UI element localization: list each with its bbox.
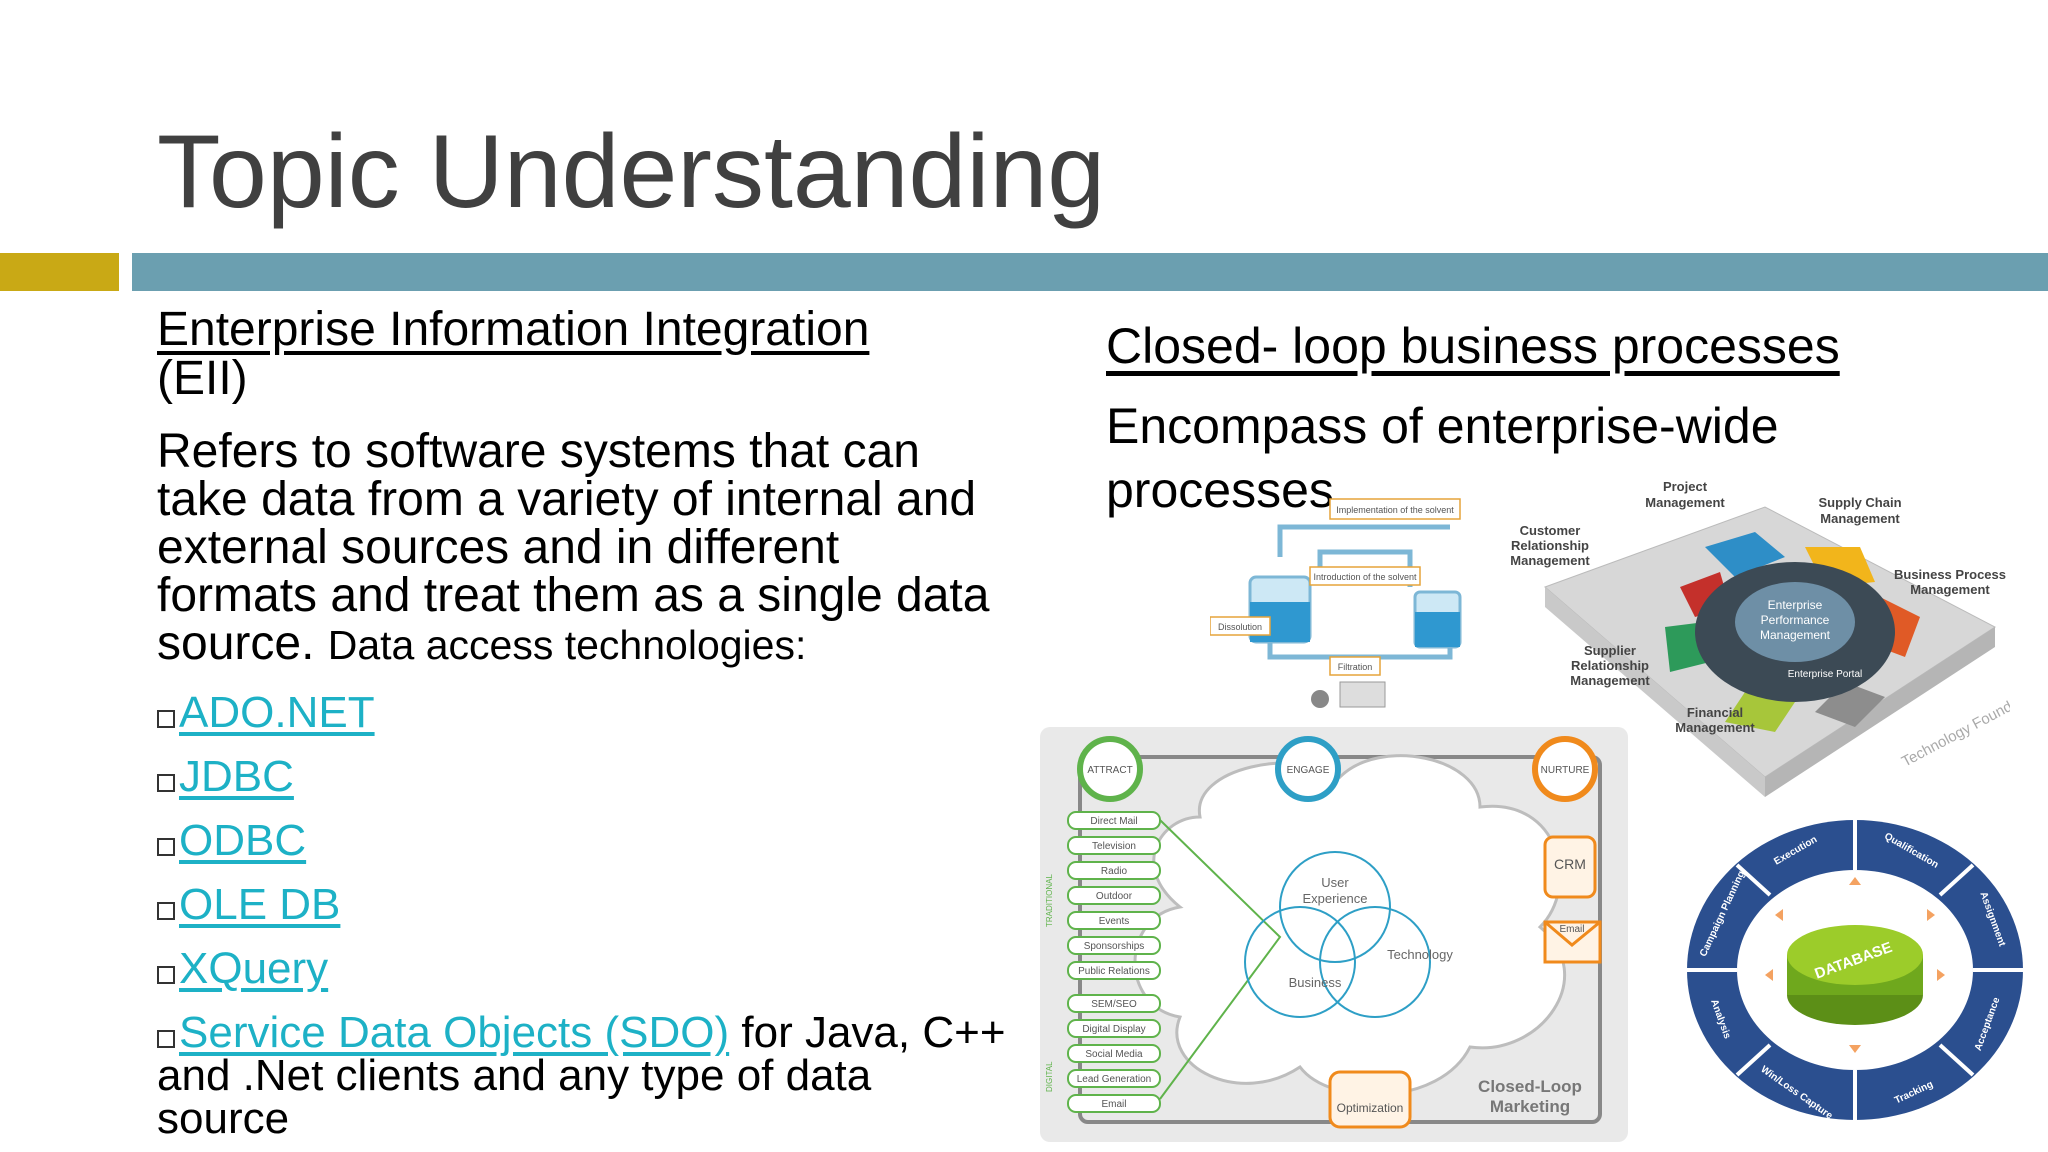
group-label-traditional: TRADITIONAL xyxy=(1045,874,1054,927)
epm-segment-label: Project xyxy=(1663,479,1708,494)
closed-loop-description: Encompass of enterprise-wide processes. xyxy=(1106,398,1779,518)
epm-segment-label: Business Process xyxy=(1894,567,2006,582)
list-item: OLE DB xyxy=(157,883,1007,947)
link-sdo[interactable]: Service Data Objects (SDO) xyxy=(179,1008,730,1057)
list-item: XQuery xyxy=(157,947,1007,1011)
crm-label: CRM xyxy=(1554,856,1586,872)
process-label: Dissolution xyxy=(1218,622,1262,632)
accent-bar-teal xyxy=(132,253,2048,291)
process-label: Implementation of the solvent xyxy=(1336,505,1454,515)
database-ring-image: Execution Qualification Assignment Accep… xyxy=(1687,820,2023,1120)
closed-loop-marketing-image: ATTRACT ENGAGE NURTURE TRADITIONAL DIGIT… xyxy=(1040,727,1628,1142)
channel-label: Email xyxy=(1101,1099,1126,1110)
process-diagram-image: Implementation of the solvent Introducti… xyxy=(1210,498,1462,708)
stage-label: ATTRACT xyxy=(1087,765,1132,776)
epm-center-label: Management xyxy=(1760,628,1831,642)
square-bullet-icon xyxy=(157,966,175,984)
channel-label: Radio xyxy=(1101,866,1128,877)
venn-label: Technology xyxy=(1387,947,1453,962)
stage-label: ENGAGE xyxy=(1287,765,1330,776)
link-xquery[interactable]: XQuery xyxy=(179,944,329,993)
epm-segment-label: Management xyxy=(1820,511,1900,526)
square-bullet-icon xyxy=(157,838,175,856)
channel-label: Outdoor xyxy=(1096,891,1133,902)
optimization-label: Optimization xyxy=(1337,1101,1404,1115)
sdo-suffix: for Java, C++ and .Net clients and any t… xyxy=(157,1008,1006,1143)
channel-label: Public Relations xyxy=(1078,966,1150,977)
eii-description-main: Refers to software systems that can take… xyxy=(157,425,990,670)
channel-label: Social Media xyxy=(1085,1049,1143,1060)
eii-section: Enterprise Information Integration (EII)… xyxy=(157,305,1007,1143)
epm-segment-label: Financial xyxy=(1687,705,1743,720)
closed-loop-section: Closed- loop business processes Encompas… xyxy=(1106,318,2006,522)
epm-segment-label: Supply Chain xyxy=(1818,495,1901,510)
process-label: Introduction of the solvent xyxy=(1313,572,1417,582)
marketing-title: Closed-Loop xyxy=(1478,1077,1582,1096)
venn-label: Experience xyxy=(1302,891,1367,906)
epm-diagram-image: Enterprise Performance Management Enterp… xyxy=(1510,479,2010,797)
list-item: ODBC xyxy=(157,819,1007,883)
eii-description: Refers to software systems that can take… xyxy=(157,428,1007,669)
epm-segment-label: Management xyxy=(1645,495,1725,510)
list-item: ADO.NET xyxy=(157,691,1007,755)
eii-heading-underlined: Enterprise Information Integration xyxy=(157,303,870,356)
closed-loop-heading: Closed- loop business processes xyxy=(1106,318,1840,374)
square-bullet-icon xyxy=(157,902,175,920)
channel-label: Events xyxy=(1099,916,1130,927)
epm-segment-label: Relationship xyxy=(1511,538,1589,553)
link-ole-db[interactable]: OLE DB xyxy=(179,880,341,929)
eii-heading: Enterprise Information Integration (EII) xyxy=(157,305,1007,403)
epm-portal-label: Enterprise Portal xyxy=(1788,669,1862,680)
square-bullet-icon xyxy=(157,710,175,728)
link-odbc[interactable]: ODBC xyxy=(179,816,307,865)
epm-center-label: Performance xyxy=(1761,613,1830,627)
channel-label: Sponsorships xyxy=(1084,941,1145,952)
channel-label: Television xyxy=(1092,841,1136,852)
process-label: Filtration xyxy=(1338,662,1373,672)
channel-label: SEM/SEO xyxy=(1091,999,1137,1010)
accent-bar-gold xyxy=(0,253,119,291)
square-bullet-icon xyxy=(157,1030,175,1048)
stage-label: NURTURE xyxy=(1541,765,1590,776)
marketing-title: Marketing xyxy=(1490,1097,1570,1116)
channel-label: Direct Mail xyxy=(1090,816,1137,827)
epm-segment-label: Supplier xyxy=(1584,643,1636,658)
group-label-digital: DIGITAL xyxy=(1045,1061,1054,1092)
epm-segment-label: Customer xyxy=(1520,523,1581,538)
technology-link-list: ADO.NET JDBC ODBC OLE DB XQuery Service … xyxy=(157,691,1007,1143)
list-item: JDBC xyxy=(157,755,1007,819)
eii-heading-abbrev: (EII) xyxy=(157,352,248,405)
link-jdbc[interactable]: JDBC xyxy=(179,752,294,801)
eii-description-tail: Data access technologies: xyxy=(327,622,807,668)
venn-label: Business xyxy=(1289,975,1342,990)
epm-segment-label: Management xyxy=(1570,673,1650,688)
channel-label: Digital Display xyxy=(1082,1024,1145,1035)
link-ado-net[interactable]: ADO.NET xyxy=(179,688,375,737)
epm-segment-label: Management xyxy=(1675,720,1755,735)
square-bullet-icon xyxy=(157,774,175,792)
epm-segment-label: Management xyxy=(1910,582,1990,597)
epm-segment-label: Relationship xyxy=(1571,658,1649,673)
email-label: Email xyxy=(1559,924,1584,935)
venn-label: User xyxy=(1321,875,1349,890)
channel-label: Lead Generation xyxy=(1077,1074,1152,1085)
epm-segment-label: Management xyxy=(1510,553,1590,568)
list-item: Service Data Objects (SDO) for Java, C++… xyxy=(157,1008,1007,1143)
slide-title: Topic Understanding xyxy=(157,114,1106,230)
epm-center-label: Enterprise xyxy=(1768,598,1823,612)
